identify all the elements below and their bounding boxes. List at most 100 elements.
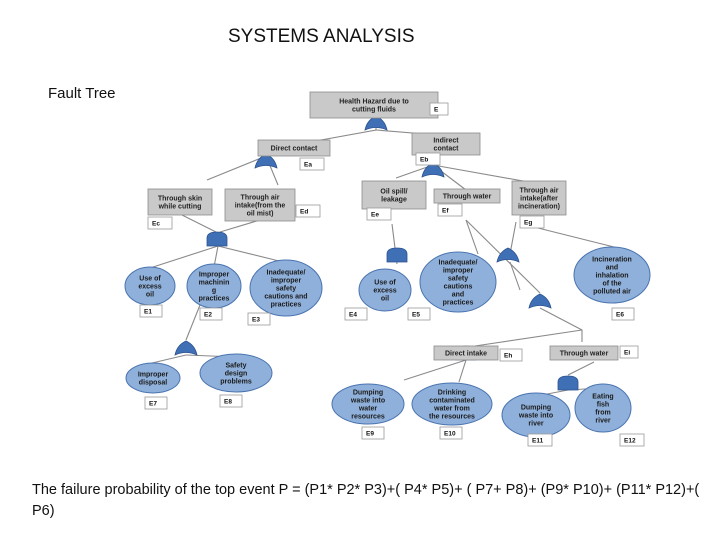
event-direct-contact-tag: Ea	[299, 157, 325, 171]
svg-text:Ef: Ef	[442, 208, 449, 215]
svg-text:Ed: Ed	[300, 209, 308, 216]
svg-text:Eh: Eh	[504, 353, 512, 360]
top-event-tag: E	[429, 102, 449, 116]
basic-event-e4-tag: E4	[344, 307, 368, 321]
and-gate-skin-air	[206, 231, 228, 247]
and-gate-oil-spill	[386, 247, 408, 263]
or-gate-indirect-contact	[421, 162, 445, 178]
event-through-water-2-label: Through water	[560, 351, 609, 358]
event-through-air-mist-tag: Ed	[295, 204, 321, 218]
svg-text:E8: E8	[224, 399, 232, 406]
section-label: Fault Tree	[48, 85, 116, 102]
svg-text:Ei: Ei	[624, 350, 630, 357]
svg-text:E5: E5	[412, 312, 420, 319]
basic-event-e5-tag: E5	[407, 307, 431, 321]
event-direct-intake-label: Direct intake	[445, 351, 487, 358]
basic-event-e2-tag: E2	[199, 307, 223, 321]
svg-text:E3: E3	[252, 317, 260, 324]
event-direct-contact-label: Direct contact	[271, 146, 318, 153]
event-oil-spill: Oil spill/leakage	[361, 180, 427, 210]
basic-event-e3-tag: E3	[247, 312, 271, 326]
event-oil-spill-tag: Ee	[366, 207, 392, 221]
svg-text:E4: E4	[349, 312, 357, 319]
or-gate-direct-contact	[254, 153, 278, 169]
svg-text:E1: E1	[144, 309, 152, 316]
and-gate-river	[557, 375, 579, 391]
svg-text:Eb: Eb	[420, 157, 428, 164]
svg-text:E11: E11	[532, 438, 544, 445]
event-direct-contact: Direct contact	[257, 139, 331, 157]
basic-event-e1-tag: E1	[139, 304, 163, 318]
or-gate-top	[364, 115, 388, 131]
event-direct-intake-tag: Eh	[499, 348, 523, 362]
svg-text:Ee: Ee	[371, 212, 379, 219]
svg-text:E2: E2	[204, 312, 212, 319]
or-gate-water	[496, 247, 520, 263]
svg-text:Eg: Eg	[524, 220, 532, 227]
basic-event-e12-tag: E12	[619, 433, 645, 447]
basic-event-e11-tag: E11	[527, 433, 553, 447]
failure-probability-formula: The failure probability of the top event…	[32, 482, 700, 519]
event-through-water-label: Through water	[443, 194, 492, 201]
svg-text:E12: E12	[624, 438, 636, 445]
basic-event-e10-tag: E10	[439, 426, 463, 440]
svg-text:E: E	[434, 107, 439, 114]
or-gate-disposal	[174, 340, 198, 356]
svg-text:E10: E10	[444, 431, 456, 438]
event-through-water-2-tag: Ei	[619, 345, 639, 359]
svg-text:E7: E7	[149, 401, 157, 408]
event-through-skin-tag: Ec	[147, 216, 173, 230]
connector-lines	[149, 118, 619, 397]
svg-text:Ec: Ec	[152, 221, 160, 228]
svg-text:E6: E6	[616, 312, 624, 319]
event-through-water: Through water	[433, 188, 501, 204]
basic-event-e8-tag: E8	[219, 394, 243, 408]
event-through-water-2: Through water	[549, 345, 619, 361]
svg-text:E9: E9	[366, 431, 374, 438]
page-title: SYSTEMS ANALYSIS	[228, 26, 415, 47]
svg-text:Ea: Ea	[304, 162, 312, 169]
event-through-water-tag: Ef	[437, 203, 463, 217]
basic-event-e9-tag: E9	[361, 426, 385, 440]
event-oil-spill-label: Oil spill/leakage	[380, 189, 407, 204]
event-indirect-contact-tag: Eb	[415, 152, 441, 166]
basic-event-e6-tag: E6	[611, 307, 635, 321]
event-direct-intake: Direct intake	[433, 345, 499, 361]
basic-event-e7-tag: E7	[144, 396, 168, 410]
event-through-air-incineration-tag: Eg	[519, 215, 545, 229]
